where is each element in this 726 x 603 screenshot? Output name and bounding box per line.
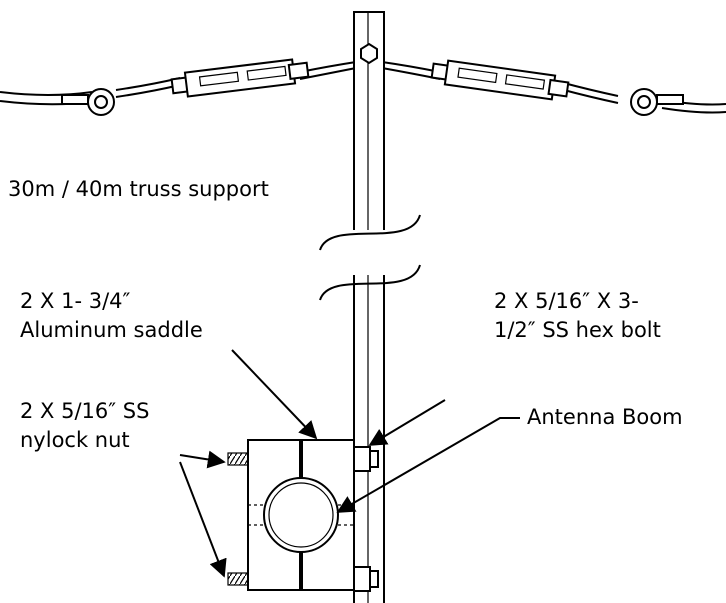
nut-arrow-bottom bbox=[179, 461, 227, 578]
mast-break bbox=[319, 214, 421, 301]
label-hexbolt-line2: 1/2″ SS hex bolt bbox=[494, 318, 661, 342]
nut-arrow-top bbox=[179, 450, 226, 469]
label-antenna-boom: Antenna Boom bbox=[527, 405, 683, 429]
eye-bolt-right bbox=[630, 88, 684, 116]
saddle-arrow bbox=[231, 349, 318, 440]
label-saddle-line1: 2 X 1- 3/4″ bbox=[20, 289, 131, 313]
eye-bolt-left bbox=[61, 88, 115, 116]
antenna-boom bbox=[263, 477, 339, 553]
turnbuckle-left bbox=[170, 58, 310, 98]
bolt-top bbox=[227, 446, 379, 472]
label-saddle-line2: Aluminum saddle bbox=[20, 318, 203, 342]
leader-arrows bbox=[179, 349, 520, 578]
label-nut-line1: 2 X 5/16″ SS bbox=[20, 399, 149, 423]
label-hexbolt-line1: 2 X 5/16″ X 3- bbox=[494, 289, 639, 313]
boom-arrow bbox=[336, 417, 520, 513]
label-nut-line2: nylock nut bbox=[20, 428, 130, 452]
turnbuckle-right bbox=[430, 59, 570, 101]
label-truss-support: 30m / 40m truss support bbox=[8, 177, 269, 201]
bolt-bottom bbox=[227, 566, 379, 592]
mast-upper bbox=[353, 11, 385, 241]
hexbolt-arrow bbox=[368, 399, 446, 446]
